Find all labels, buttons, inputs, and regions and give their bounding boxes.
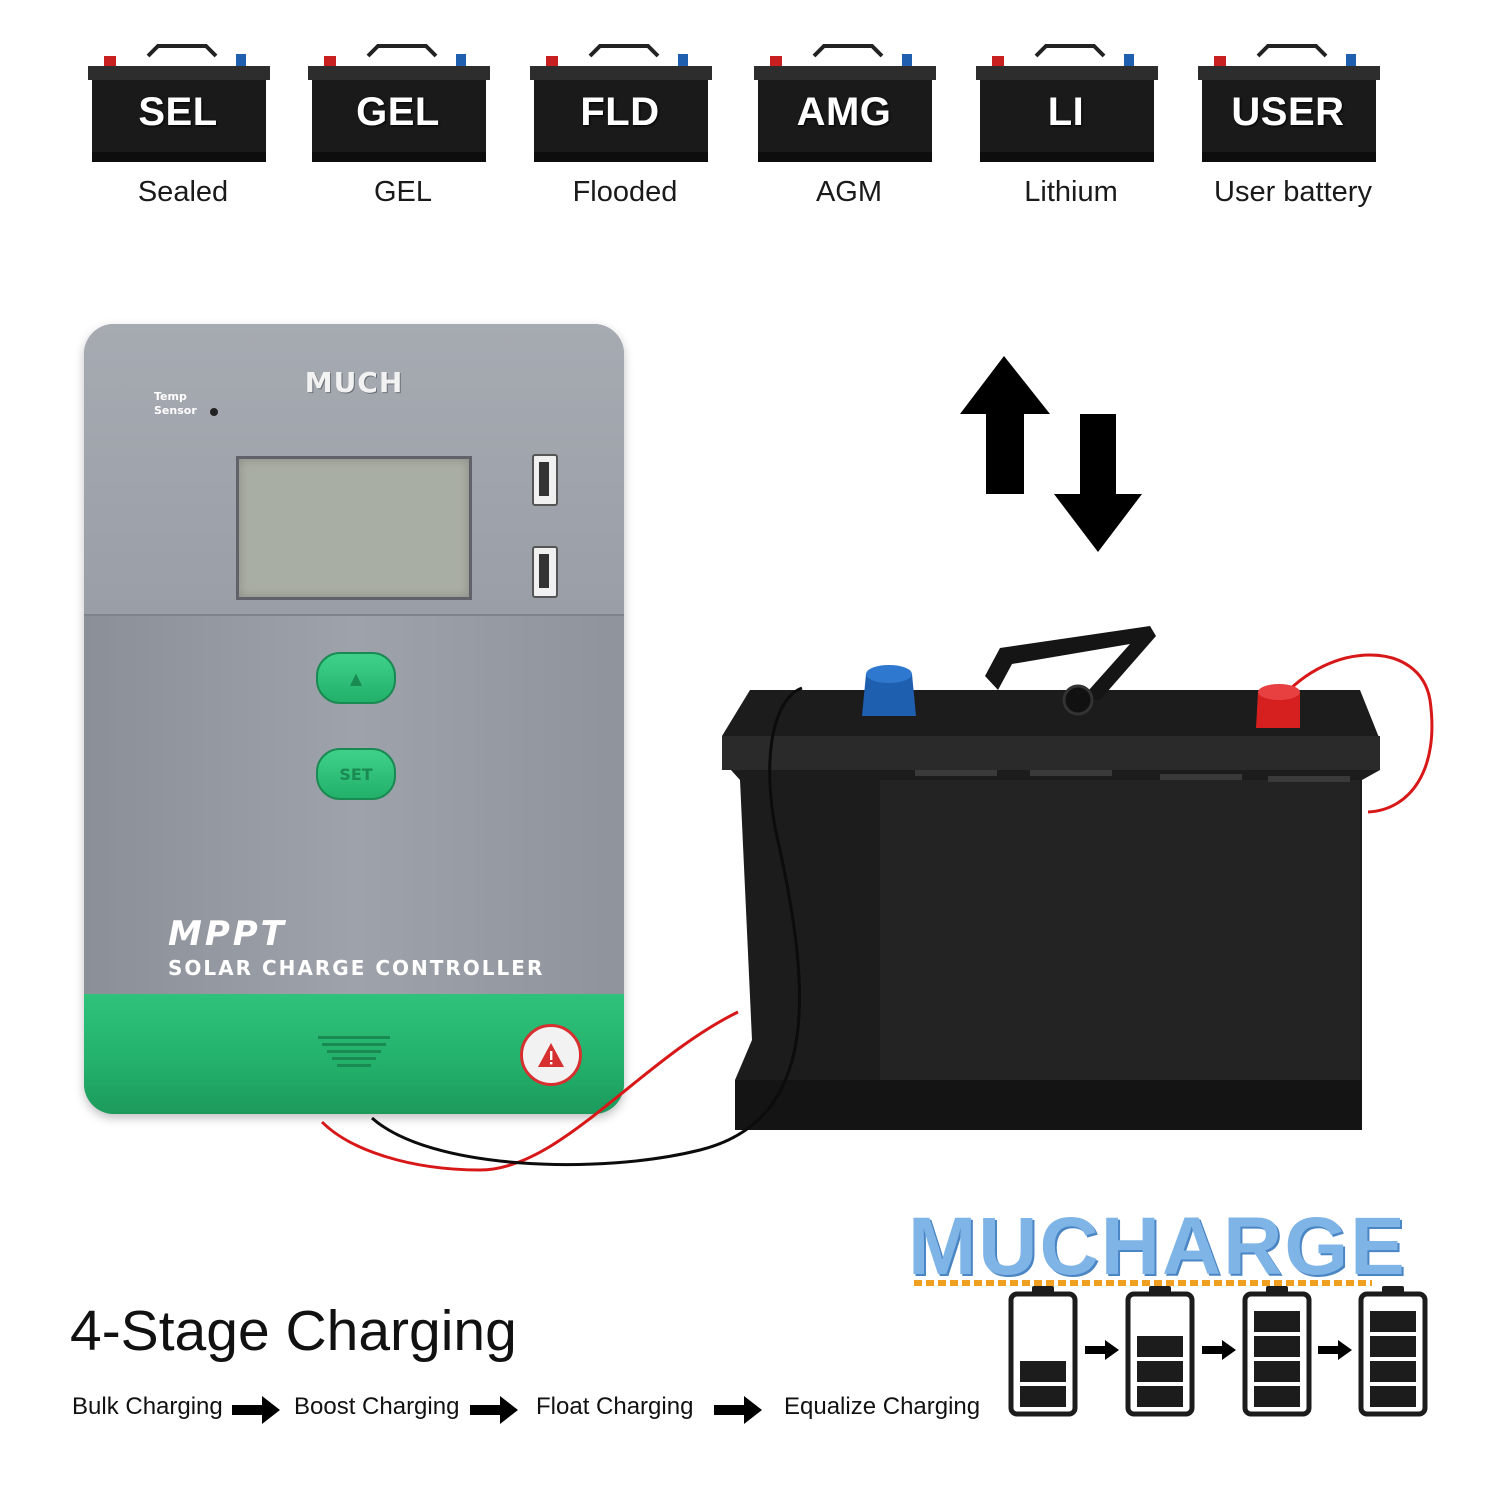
temp-sensor-label: Temp Sensor: [154, 390, 197, 417]
car-battery: [722, 626, 1380, 1130]
positive-terminal-icon: [1256, 692, 1300, 728]
battery-type-user: USER User battery: [1198, 42, 1388, 222]
battery-icon: [530, 44, 712, 162]
battery-icon: [88, 44, 270, 162]
brand-logo: MUCH: [304, 366, 404, 399]
down-arrow-icon: [1054, 414, 1142, 552]
red-wire: [1278, 653, 1434, 814]
right-arrow-icon: [1318, 1340, 1354, 1365]
battery-name: Sealed: [137, 176, 229, 208]
battery-code: GEL: [356, 90, 440, 134]
battery-name: AGM: [815, 176, 883, 208]
right-arrow-icon: [714, 1396, 762, 1429]
battery-type-fld: FLD Flooded: [530, 42, 720, 222]
battery-code: AMG: [796, 90, 892, 134]
battery-icon: [754, 44, 936, 162]
battery-level-icon: [1358, 1286, 1430, 1423]
battery-code: USER: [1231, 90, 1345, 134]
charging-title: 4-Stage Charging: [70, 1299, 517, 1363]
vent-icon: [318, 1036, 390, 1071]
charging-stage-label: Bulk Charging: [72, 1393, 223, 1420]
battery-type-gel: GEL GEL: [308, 42, 498, 222]
model-label: MPPT: [168, 914, 287, 954]
watermark-underline: [914, 1280, 1372, 1286]
right-arrow-icon: [1085, 1340, 1121, 1365]
up-arrow-icon: [960, 356, 1050, 494]
battery-type-sel: SEL Sealed: [88, 42, 278, 222]
battery-type-amg: AMG AGM: [754, 42, 944, 222]
battery-icon: [1198, 44, 1380, 162]
battery-name: User battery: [1214, 176, 1372, 208]
up-button[interactable]: ▲: [316, 652, 396, 704]
charging-stage-label: Boost Charging: [294, 1393, 460, 1420]
battery-level-icon: [1008, 1286, 1080, 1423]
product-description: SOLAR CHARGE CONTROLLER: [168, 956, 545, 980]
usb-port-1[interactable]: [532, 454, 558, 506]
battery-code: SEL: [138, 90, 218, 134]
battery-type-li: LI Lithium: [976, 42, 1166, 222]
battery-level-icon: [1242, 1286, 1314, 1423]
charging-stage-label: Equalize Charging: [784, 1393, 981, 1420]
battery-level-icon: [1125, 1286, 1197, 1423]
right-arrow-icon: [470, 1396, 518, 1429]
set-button[interactable]: SET: [316, 748, 396, 800]
battery-code: FLD: [580, 90, 660, 134]
battery-code: LI: [1047, 90, 1085, 134]
battery-name: Lithium: [1024, 176, 1118, 208]
temp-sensor-port: [210, 408, 218, 416]
mucharge-watermark: MUCHARGE: [908, 1201, 1407, 1292]
lcd-display: [236, 456, 472, 600]
usb-port-2[interactable]: [532, 546, 558, 598]
black-wire: [371, 686, 803, 1167]
battery-icon: [976, 44, 1158, 162]
battery-icon: [308, 44, 490, 162]
solar-charge-controller: MUCH Temp Sensor ▲ SET MPPT SOLAR CHARGE…: [84, 324, 624, 1114]
battery-name: Flooded: [572, 176, 678, 208]
negative-terminal-icon: [862, 674, 916, 716]
warning-sticker-icon: [520, 1024, 582, 1086]
battery-name: GEL: [373, 176, 433, 208]
right-arrow-icon: [1202, 1340, 1238, 1365]
charging-stage-label: Float Charging: [536, 1393, 694, 1420]
right-arrow-icon: [232, 1396, 280, 1429]
